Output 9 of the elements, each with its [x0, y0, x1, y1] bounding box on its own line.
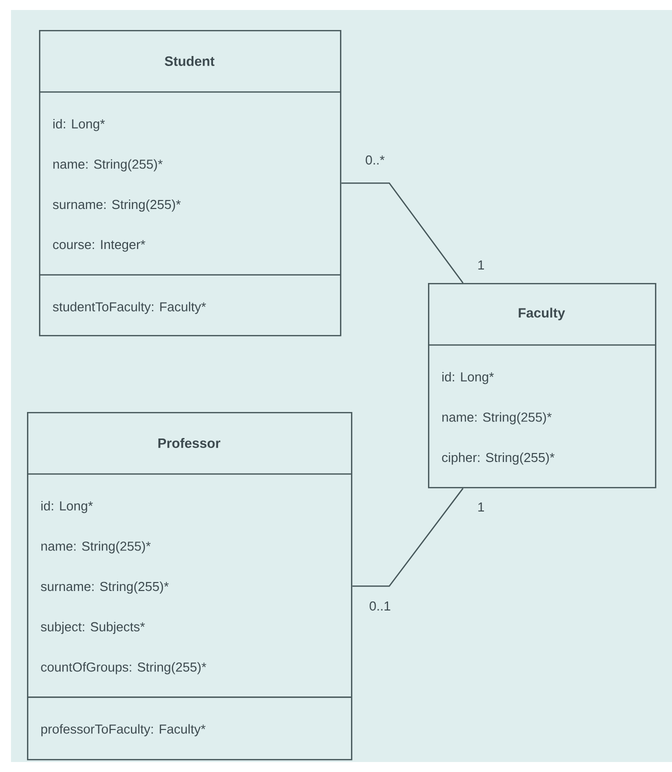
multiplicity-label: 0..* — [366, 155, 385, 165]
class-box: Faculty id: Long* name: String(255)* cipher: String(255)* — [428, 283, 656, 488]
association-line — [341, 182, 464, 284]
multiplicity-label: 0..1 — [370, 601, 390, 611]
class-box: Professor id: Long* name: String(255)* surname: String(255)* subject: Subjects* countOfGroups: String(255)* professorToFaculty: Faculty* — [27, 412, 352, 760]
multiplicity-label: 1 — [478, 260, 484, 270]
class-box: Student id: Long* name: String(255)* surname: String(255)* course: Integer* studentToFaculty: Faculty* — [39, 30, 342, 336]
association-line — [352, 488, 464, 587]
multiplicity-label: 1 — [478, 502, 484, 512]
